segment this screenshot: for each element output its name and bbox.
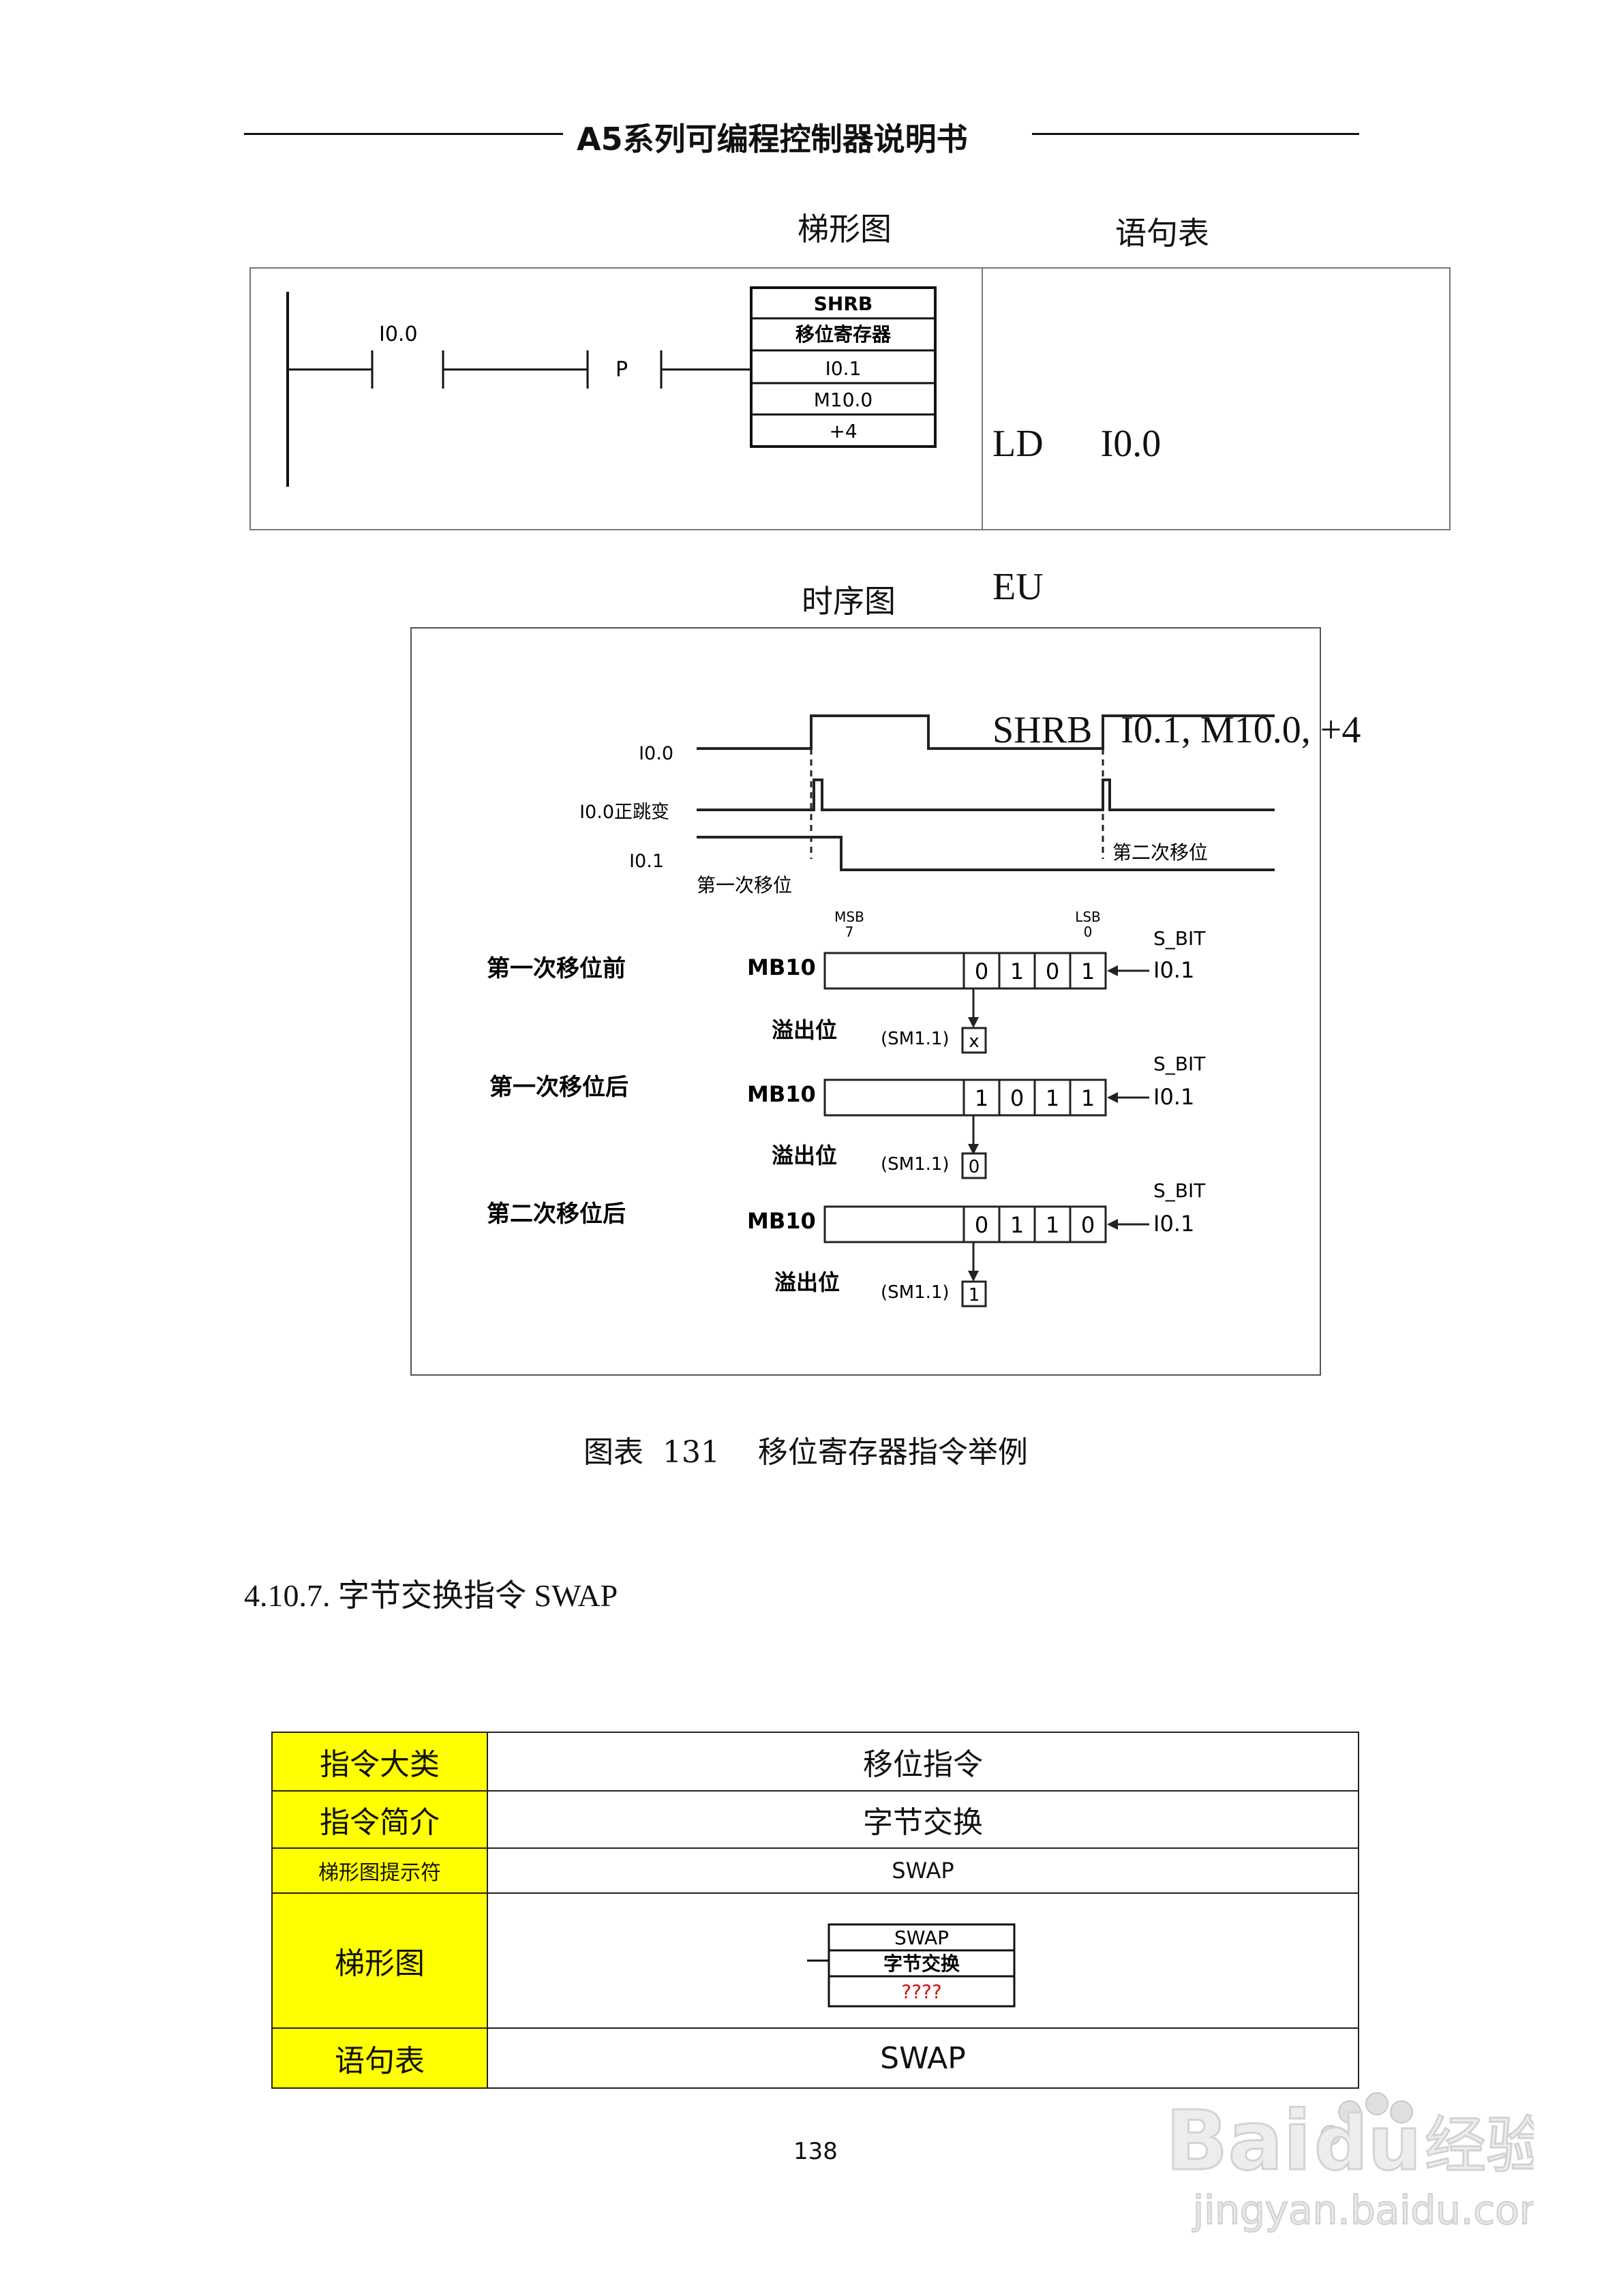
timing-label: 时序图 bbox=[802, 583, 896, 620]
spec-row: 指令简介 字节交换 bbox=[271, 1790, 1359, 1849]
spec-row: 语句表 SWAP bbox=[271, 2027, 1359, 2089]
svg-text:0: 0 bbox=[1010, 1085, 1024, 1111]
spec-table: 指令大类 移位指令 指令简介 字节交换 梯形图提示符 SWAP 梯形图 SWAP… bbox=[271, 1732, 1359, 2089]
register-row-2: 第一次移位后 MB10 1 0 1 1 S_BIT I0.1 溢出位 (SM1.… bbox=[489, 1053, 1206, 1179]
svg-text:第一次移位前: 第一次移位前 bbox=[487, 955, 626, 982]
svg-text:1: 1 bbox=[1081, 958, 1095, 984]
waveform-i01 bbox=[697, 836, 1275, 871]
svg-text:I0.1: I0.1 bbox=[1153, 957, 1194, 983]
figure-caption: 图表 131 移位寄存器指令举例 bbox=[583, 1435, 1028, 1470]
ladder-diagram: I0.0 P SHRB 移位寄存器 I0.1 M10.0 +4 bbox=[286, 286, 937, 487]
spec-value-ladder: SWAP 字节交换 ???? bbox=[487, 1892, 1359, 2029]
shrb-box-line-3: M10.0 bbox=[814, 389, 873, 411]
msb-label: MSB bbox=[834, 909, 864, 925]
header-rule-right bbox=[1032, 133, 1359, 135]
header-title: A5系列可编程控制器说明书 bbox=[577, 121, 968, 157]
svg-text:(SM1.1): (SM1.1) bbox=[881, 1029, 950, 1049]
spec-value: SWAP bbox=[487, 1847, 1359, 1894]
svg-text:du: du bbox=[1314, 2100, 1421, 2187]
spec-row: 梯形图提示符 SWAP bbox=[271, 1847, 1359, 1894]
ladder-label: 梯形图 bbox=[798, 211, 892, 247]
example-table-divider bbox=[982, 267, 983, 530]
second-shift-label: 第二次移位 bbox=[1112, 841, 1208, 864]
contact-label: I0.0 bbox=[379, 322, 418, 346]
svg-text:x: x bbox=[969, 1031, 979, 1052]
svg-text:溢出位: 溢出位 bbox=[772, 1143, 837, 1168]
watermark-logo: Bai du 经验 jingyan.baidu.com bbox=[1152, 2087, 1558, 2237]
spec-key: 语句表 bbox=[271, 2027, 488, 2089]
svg-text:0: 0 bbox=[1046, 958, 1059, 984]
waveform-edge bbox=[697, 779, 1275, 811]
svg-text:1: 1 bbox=[969, 1285, 980, 1305]
svg-text:1: 1 bbox=[1081, 1085, 1095, 1111]
svg-text:Bai: Bai bbox=[1166, 2094, 1311, 2189]
svg-text:MB10: MB10 bbox=[747, 1081, 816, 1107]
lsb-bit: 0 bbox=[1084, 924, 1093, 940]
svg-text:0: 0 bbox=[975, 958, 988, 984]
watermark-url: jingyan.baidu.com bbox=[1192, 2187, 1534, 2233]
shrb-box-line-2: I0.1 bbox=[825, 357, 862, 380]
svg-text:1: 1 bbox=[975, 1085, 988, 1111]
svg-text:MB10: MB10 bbox=[747, 1208, 816, 1234]
msb-bit: 7 bbox=[845, 924, 854, 940]
waveform-i00 bbox=[697, 714, 1275, 750]
svg-text:0: 0 bbox=[975, 1212, 988, 1238]
signal-label-i01: I0.1 bbox=[629, 851, 664, 872]
svg-text:1: 1 bbox=[1010, 1212, 1024, 1238]
page-number: 138 bbox=[793, 2138, 838, 2165]
register-row-1: 第一次移位前 MB10 0 1 0 1 S_BIT I0.1 溢出位 (SM1.… bbox=[487, 927, 1206, 1054]
svg-text:第一次移位后: 第一次移位后 bbox=[489, 1074, 628, 1101]
svg-text:1: 1 bbox=[1046, 1212, 1059, 1238]
svg-text:第二次移位后: 第二次移位后 bbox=[487, 1200, 626, 1228]
svg-text:1: 1 bbox=[1046, 1085, 1059, 1111]
svg-text:溢出位: 溢出位 bbox=[774, 1269, 840, 1295]
statement-line-1: EU bbox=[992, 566, 1044, 608]
svg-text:1: 1 bbox=[1010, 958, 1024, 984]
spec-value: SWAP bbox=[487, 2027, 1359, 2089]
swap-box-operand: ???? bbox=[901, 1980, 941, 2003]
section-heading: 4.10.7. 字节交换指令 SWAP bbox=[244, 1578, 618, 1613]
spec-row: 指令大类 移位指令 bbox=[271, 1732, 1359, 1792]
header-rule-left bbox=[244, 133, 563, 135]
svg-text:(SM1.1): (SM1.1) bbox=[881, 1154, 950, 1175]
stmt-label: 语句表 bbox=[1115, 215, 1209, 252]
swap-ladder-box: SWAP 字节交换 ???? bbox=[807, 1923, 1016, 2008]
svg-text:I0.1: I0.1 bbox=[1153, 1084, 1194, 1110]
statement-line-0: LD I0.0 bbox=[992, 423, 1162, 465]
example-table bbox=[249, 267, 1451, 530]
spec-key: 指令大类 bbox=[271, 1732, 488, 1792]
svg-text:S_BIT: S_BIT bbox=[1153, 927, 1206, 950]
spec-value: 移位指令 bbox=[487, 1732, 1359, 1792]
statement-line-2: SHRB I0.1, M10.0, +4 bbox=[992, 709, 1361, 751]
signal-label-edge: I0.0正跳变 bbox=[579, 802, 669, 823]
edge-label: P bbox=[616, 358, 628, 382]
baidu-paw-icon: Bai du 经验 jingyan.baidu.com bbox=[1165, 2092, 1558, 2234]
register-row-3: 第二次移位后 MB10 0 1 1 0 S_BIT I0.1 溢出位 (SM1.… bbox=[487, 1179, 1206, 1308]
spec-key: 梯形图提示符 bbox=[271, 1847, 488, 1894]
shrb-box-line-0: SHRB bbox=[814, 292, 873, 315]
signal-label-i00: I0.0 bbox=[639, 743, 673, 764]
svg-text:S_BIT: S_BIT bbox=[1153, 1179, 1206, 1202]
shrb-box-line-4: +4 bbox=[829, 420, 857, 442]
statement-list: LD I0.0 EU SHRB I0.1, M10.0, +4 bbox=[992, 324, 1361, 802]
spec-row: 梯形图 SWAP 字节交换 ???? bbox=[271, 1892, 1359, 2029]
first-shift-label: 第一次移位 bbox=[697, 874, 792, 896]
shrb-box-line-1: 移位寄存器 bbox=[795, 323, 892, 346]
svg-text:(SM1.1): (SM1.1) bbox=[881, 1282, 950, 1303]
svg-text:S_BIT: S_BIT bbox=[1153, 1053, 1206, 1075]
swap-box-title: SWAP bbox=[894, 1927, 949, 1949]
spec-key: 指令简介 bbox=[271, 1790, 488, 1849]
svg-text:经验: 经验 bbox=[1425, 2110, 1534, 2181]
lsb-label: LSB bbox=[1075, 909, 1101, 925]
timing-frame bbox=[410, 627, 1321, 1376]
spec-value: 字节交换 bbox=[487, 1790, 1359, 1849]
svg-text:溢出位: 溢出位 bbox=[772, 1017, 837, 1043]
spec-key: 梯形图 bbox=[271, 1892, 488, 2029]
swap-box-desc: 字节交换 bbox=[883, 1952, 960, 1975]
timing-diagram: I0.0 I0.0正跳变 I0.1 第一次移位 第二次移位 MSB 7 LSB … bbox=[487, 714, 1275, 1308]
svg-text:0: 0 bbox=[1081, 1212, 1095, 1238]
svg-text:MB10: MB10 bbox=[747, 954, 816, 980]
svg-text:0: 0 bbox=[969, 1157, 980, 1177]
svg-text:I0.1: I0.1 bbox=[1153, 1211, 1194, 1237]
